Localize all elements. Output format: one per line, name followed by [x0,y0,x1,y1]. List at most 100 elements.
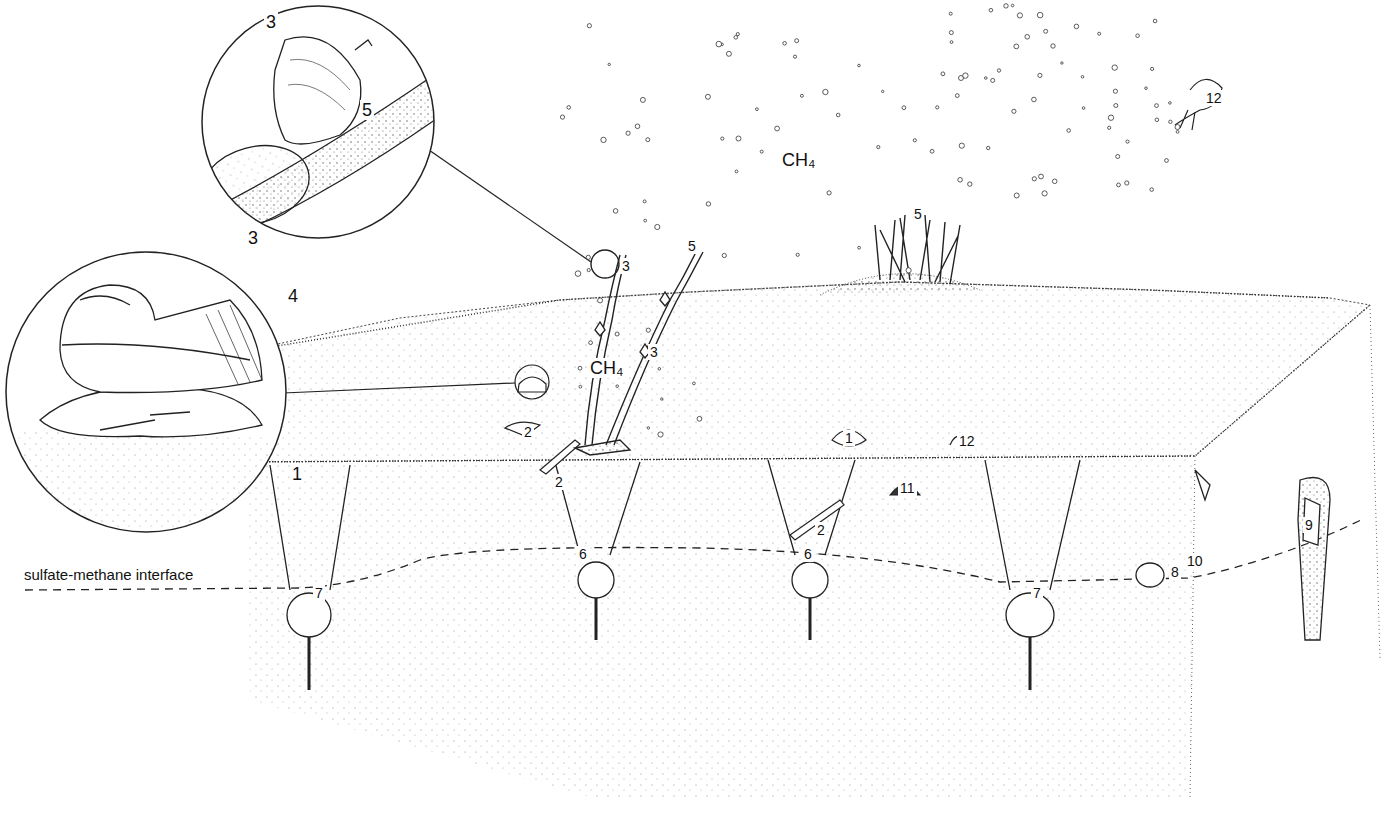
methane-bubble [955,94,959,98]
methane-bubble [756,108,759,111]
methane-bubble [616,385,619,388]
methane-bubble [958,178,963,183]
methane-bubble [1014,193,1019,198]
callout-number: 12 [957,433,977,449]
methane-bubble [1038,73,1042,77]
methane-bubble [1039,174,1044,179]
methane-bubble [941,72,945,76]
methane-bubble [1052,179,1057,184]
methane-bubble [716,41,722,47]
callout-number: 1 [290,464,304,484]
methane-bubble [783,42,787,46]
callout-number: 1 [843,430,855,446]
methane-bubble [646,138,650,142]
methane-bubble [1037,12,1043,18]
methane-bubble [1151,67,1154,70]
methane-bubble [1153,19,1157,23]
callout-number: 2 [815,522,827,538]
methane-bubble [877,146,880,149]
methane-bubble [1032,177,1036,181]
methane-bubble [1074,24,1079,29]
methane-bubble [1042,191,1047,196]
methane-bubble [760,150,763,153]
callout-number: 9 [1303,517,1315,533]
methane-bubble [736,33,739,36]
methane-bubble [1044,29,1048,33]
methane-bubble [858,64,861,67]
methane-bubble [882,90,884,92]
methane-bubble [949,31,953,35]
methane-bubble [736,136,741,141]
methane-bubble [587,24,591,28]
callout-number: 6 [577,546,589,562]
methane-bubble [902,106,906,110]
methane-bubble [906,268,911,273]
methane-bubble [579,385,582,388]
methane-bubble [793,55,796,58]
callout-number: 11 [898,480,917,496]
methane-bubble [1117,183,1121,187]
methane-bubble [775,126,780,131]
callout-number: 7 [1031,585,1043,601]
methane-bubble [1098,32,1101,35]
methane-bubble [575,271,581,277]
methane-bubble [1155,104,1159,108]
methane-bubble [1108,115,1113,120]
methane-bubble [1004,4,1008,8]
callout-number: 5 [360,100,374,120]
callout-number: 7 [313,585,325,601]
methane-bubble [858,246,861,249]
callout-number: 4 [286,286,300,306]
methane-bubble [647,427,649,429]
callout-number: 5 [912,206,924,222]
methane-bubble [721,137,724,140]
methane-bubble [735,170,738,173]
methane-bubble [626,131,630,135]
methane-bubble [589,341,593,345]
methane-bubble [963,73,968,78]
methane-bubble [658,368,661,371]
methane-bubble [567,106,571,110]
methane-bubble [823,89,828,94]
methane-bubble [635,124,640,129]
callout-number: 2 [522,424,534,440]
methane-bubble [1126,140,1129,143]
callout-number: 8 [1169,564,1181,580]
methane-bubble [936,106,939,109]
methane-bubble [608,63,610,65]
methane-bubble [705,94,710,99]
methane-bubble [1150,188,1154,192]
methane-bubble [613,209,618,214]
methane-bubble [560,115,564,119]
methane-bubble [1067,129,1071,133]
methane-bubble [800,94,803,97]
methane-bubble [913,139,916,142]
callout-number: 3 [246,228,260,248]
methane-bubble [1113,89,1117,93]
methane-bubble [1145,87,1148,90]
callout-number: 3 [264,12,278,32]
methane-bubble [586,255,590,259]
callout-number: 10 [1185,553,1205,569]
methane-bubble [643,200,646,203]
methane-bubble [959,143,964,148]
methane-bubble [1025,35,1030,40]
methane-bubble [1012,109,1016,113]
methane-bubble [598,298,603,303]
methane-bubble [1051,44,1055,48]
methane-bubble [1176,130,1179,133]
methane-bubble [796,253,799,256]
methane-bubble [658,432,663,437]
methane-bubble [1125,181,1129,185]
methane-bubble [587,269,590,272]
methane-bubble [997,69,1000,72]
methane-bubble [985,77,988,80]
gas-label: CH₄ [588,358,625,378]
methane-bubble [1114,104,1118,108]
methane-bubble [726,51,731,56]
methane-bubble [615,332,619,336]
methane-bubble [1014,44,1019,49]
methane-bubble [1061,62,1063,64]
